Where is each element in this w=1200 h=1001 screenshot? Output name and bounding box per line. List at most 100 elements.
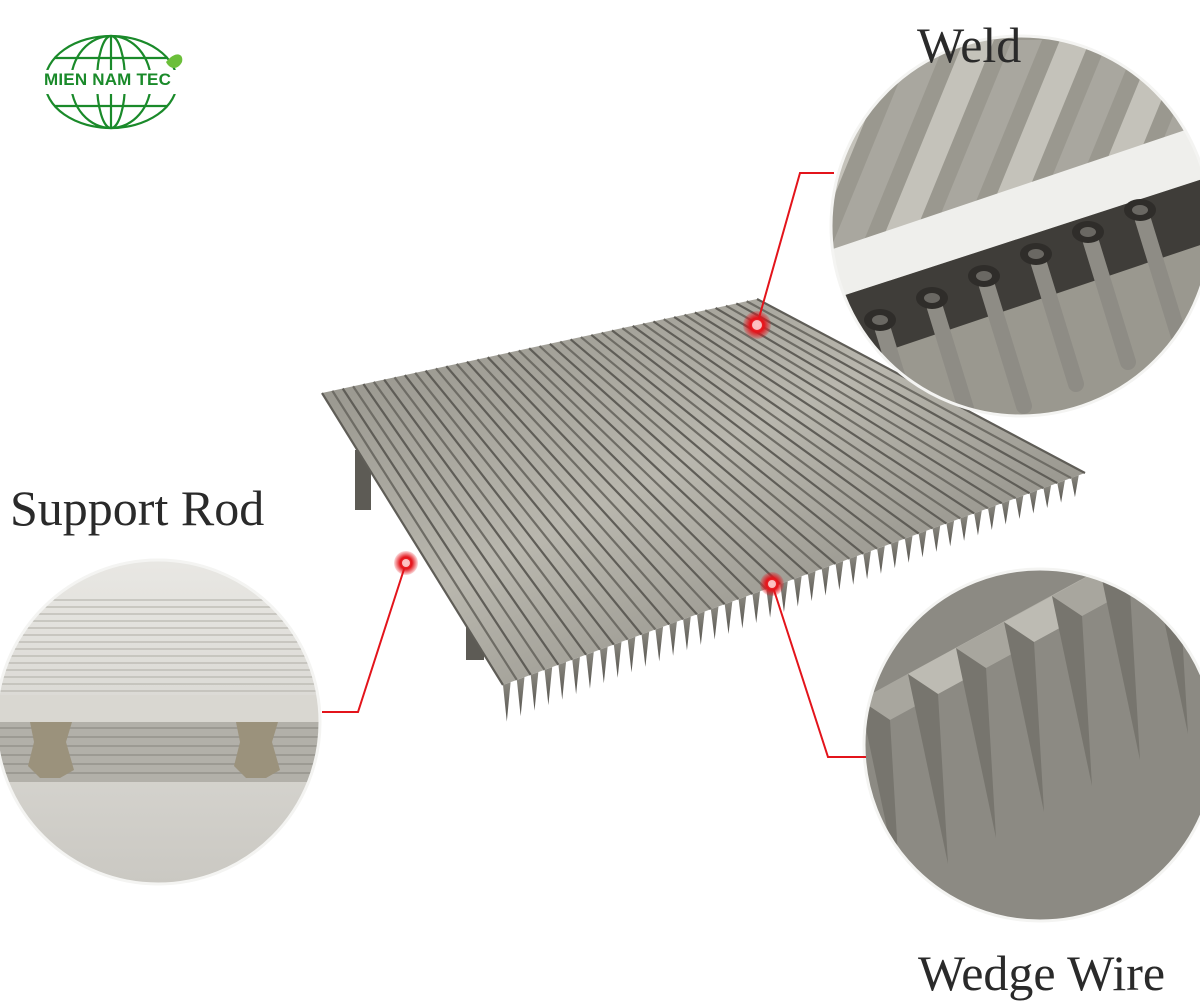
wedge-wire-leader-line bbox=[771, 583, 866, 758]
wire-tooth bbox=[1029, 490, 1038, 514]
wire-tooth bbox=[863, 550, 871, 580]
wedge-bar-top bbox=[1100, 569, 1200, 590]
wire-tooth bbox=[1015, 495, 1024, 519]
wire-tooth bbox=[794, 576, 802, 607]
wire-gap bbox=[580, 336, 851, 560]
wire-tooth bbox=[918, 530, 927, 558]
wire-tooth bbox=[974, 510, 982, 536]
wire-tooth bbox=[530, 672, 539, 711]
wire-tooth bbox=[1071, 475, 1079, 498]
wire-gap bbox=[507, 351, 754, 595]
wire-tooth bbox=[600, 646, 608, 684]
wire-gap bbox=[694, 311, 1003, 505]
support-rod-profile bbox=[234, 722, 280, 778]
wire-tooth bbox=[738, 596, 747, 629]
wire-gap bbox=[362, 383, 560, 666]
wire-tooth bbox=[752, 591, 761, 624]
wedge-bar-tooth bbox=[908, 674, 948, 864]
wire-gap bbox=[725, 304, 1044, 490]
wire-tooth bbox=[946, 520, 955, 547]
weld-wire bbox=[831, 40, 946, 260]
wire-gap bbox=[569, 338, 837, 565]
wire-gap bbox=[715, 307, 1031, 495]
wire-gap bbox=[632, 324, 920, 535]
wire-gap bbox=[466, 360, 698, 616]
wire-gap bbox=[549, 342, 809, 575]
wire-gap bbox=[383, 378, 588, 656]
wire-tooth bbox=[904, 535, 913, 563]
wire-tooth bbox=[710, 606, 719, 640]
wire-tooth bbox=[516, 677, 525, 717]
wire-gap bbox=[746, 300, 1072, 480]
leaf-icon bbox=[166, 54, 183, 68]
weld-support-rod bbox=[1080, 224, 1136, 370]
wire-tooth bbox=[683, 616, 691, 651]
support-rod-profile bbox=[28, 722, 74, 778]
wire-gap bbox=[393, 376, 601, 651]
wire-tooth bbox=[1001, 500, 1010, 525]
weld-wire bbox=[874, 40, 994, 260]
logo-text: MIEN NAM TEC bbox=[44, 70, 172, 89]
wire-tooth bbox=[932, 525, 941, 552]
wire-gap bbox=[642, 322, 934, 530]
wire-gap bbox=[435, 367, 657, 631]
wire-tooth bbox=[891, 540, 899, 569]
wire-tooth bbox=[558, 662, 567, 700]
wire-gap bbox=[538, 345, 795, 580]
wire-gap bbox=[528, 347, 781, 585]
weld-zoom-circle bbox=[829, 34, 1200, 418]
wire-gap bbox=[424, 369, 643, 636]
wedge-wire-bars bbox=[321, 298, 1086, 686]
wire-tooth bbox=[503, 682, 511, 722]
wire-gap bbox=[683, 313, 989, 510]
wire-gap bbox=[518, 349, 768, 590]
wire-tooth bbox=[835, 561, 844, 591]
wire-tooth bbox=[627, 636, 636, 673]
wire-tooth bbox=[960, 515, 968, 541]
wire-tooth bbox=[641, 631, 650, 667]
callout-markers bbox=[394, 311, 784, 596]
wire-gap bbox=[673, 315, 975, 515]
wire-tooth bbox=[655, 626, 664, 662]
wire-tooth bbox=[724, 601, 733, 634]
wire-gap bbox=[735, 302, 1058, 485]
wire-tooth bbox=[1057, 480, 1065, 503]
callout-leaders bbox=[322, 172, 866, 758]
wire-tooth bbox=[988, 505, 996, 530]
wire-gap bbox=[476, 358, 712, 611]
wedge-bar-tooth bbox=[956, 648, 996, 838]
support-rod-zoom-circle bbox=[0, 558, 322, 886]
wire-gap bbox=[663, 318, 961, 520]
wire-tooth bbox=[849, 556, 858, 585]
wire-gap bbox=[652, 320, 948, 525]
wedge-wire-panel bbox=[321, 298, 1086, 722]
wire-gap bbox=[352, 385, 546, 671]
wire-gap bbox=[621, 327, 906, 540]
wedge-bar-tooth bbox=[1052, 596, 1092, 786]
weld-wire bbox=[922, 40, 1042, 260]
wire-tooth bbox=[807, 571, 816, 602]
wire-tooth bbox=[572, 656, 580, 695]
wire-gap bbox=[341, 387, 532, 676]
wire-tooth bbox=[586, 651, 594, 689]
wire-gap bbox=[455, 363, 684, 621]
wire-tooth bbox=[697, 611, 705, 645]
wedge-wire-label: Wedge Wire bbox=[918, 945, 1166, 1001]
wire-gap bbox=[497, 354, 740, 600]
weld-leader-line bbox=[756, 172, 834, 326]
wedge-bar-tooth bbox=[1100, 570, 1140, 760]
wire-tooth bbox=[877, 545, 885, 574]
panel-top-surface bbox=[322, 299, 1085, 685]
company-logo-globe-icon bbox=[42, 34, 183, 130]
wedge-bar-tooth bbox=[1004, 622, 1044, 812]
wedge-wire-zoom-circle bbox=[862, 567, 1200, 923]
wire-gap bbox=[445, 365, 671, 626]
wire-gap bbox=[600, 331, 878, 550]
weld-support-rod bbox=[1132, 202, 1188, 348]
wire-gap bbox=[372, 381, 574, 661]
support-rod-leader-line bbox=[322, 562, 407, 713]
wire-tooth bbox=[544, 667, 553, 706]
wire-gap bbox=[403, 374, 615, 646]
wire-tooth bbox=[1043, 485, 1052, 509]
